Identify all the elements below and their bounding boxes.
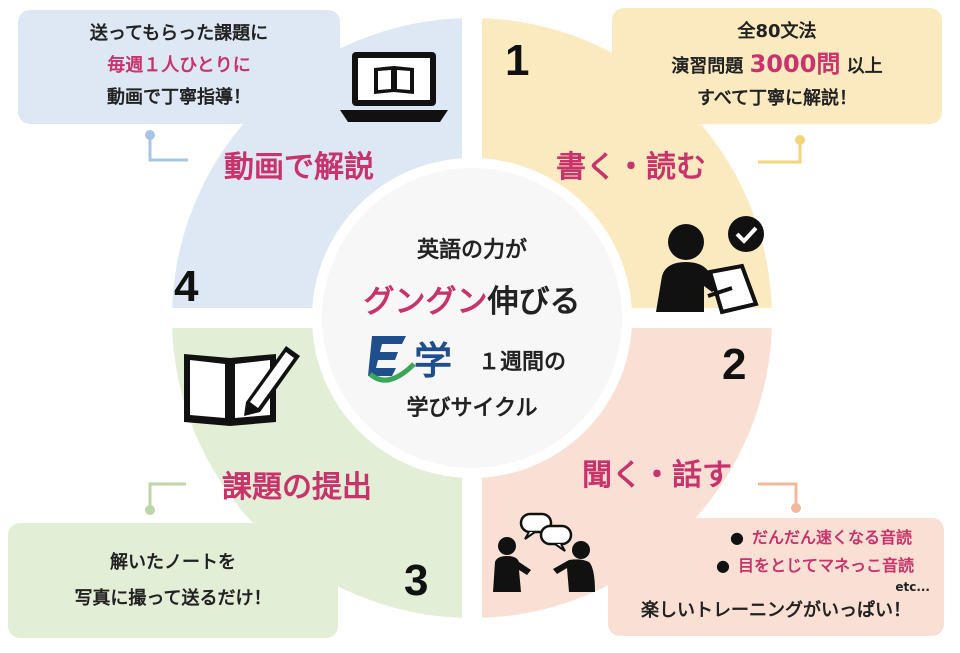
connector-top-right [758,135,805,164]
top-right-line-2: 演習問題 3000問 以上 [612,48,942,83]
bottom-right-bullet-2: 目をとじてマネっこ音読 [608,552,944,580]
bottom-right-etc: etc... [895,580,930,594]
quadrant-2-label: 聞く・話す [582,458,732,493]
quadrant-4-label: 動画で解説 [224,150,374,185]
quadrant-2-number: 2 [722,340,747,389]
notebook-pencil-icon [184,346,300,426]
e-gaku-logo [368,336,416,383]
center-logo-kanji: 学 [414,339,453,383]
center-line-1: 英語の力が [416,238,527,263]
top-left-line-2: 毎週１人ひとりに [107,55,251,76]
top-left-line-3: 動画で丁寧指導！ [107,87,251,108]
bottom-left-line-2: 写真に撮って送るだけ！ [74,588,272,609]
quadrant-3-number: 3 [404,556,429,605]
bottom-right-bullet-1: だんだん速くなる音読 [608,524,944,552]
people-talking-icon [493,512,595,592]
bottom-right-box-text: だんだん速くなる音読 目をとじてマネっこ音読 etc... 楽しいトレーニングが… [608,524,944,628]
quadrant-1-label: 書く・読む [556,150,706,185]
connector-bottom-right [758,482,801,513]
top-left-line-1: 送ってもらった課題に [89,23,269,44]
top-left-box-text: 送ってもらった課題に 毎週１人ひとりに 動画で丁寧指導！ [18,18,340,114]
quadrant-1-number: 1 [505,36,530,85]
bottom-right-footer: 楽しいトレーニングがいっぱい！ [641,600,911,621]
top-right-line-3: すべて丁寧に解説！ [696,88,858,109]
center-line-4: 学びサイクル [406,396,538,421]
connector-top-left [145,130,188,162]
center-line-2: グングン伸びる [332,276,612,321]
quadrant-3-label: 課題の提出 [222,470,372,505]
top-right-line-2-pre: 演習問題 [671,56,750,77]
center-line-2-rest: 伸びる [487,284,581,320]
top-right-line-1: 全80文法 [737,21,817,42]
connector-bottom-left [145,482,186,515]
top-right-highlight: 3000問 [749,50,841,78]
person-writing-check-icon [656,216,764,315]
bottom-left-box-text: 解いたノートを 写真に撮って送るだけ！ [8,545,338,617]
laptop-book-icon [340,52,448,122]
quadrant-4-number: 4 [174,262,199,311]
center-highlight: グングン [363,284,488,320]
center-line-3: １週間の [478,350,567,375]
top-right-line-2-post: 以上 [840,56,883,77]
bottom-left-line-1: 解いたノートを [110,552,236,573]
top-right-box-text: 全80文法 演習問題 3000問 以上 すべて丁寧に解説！ [612,16,942,115]
